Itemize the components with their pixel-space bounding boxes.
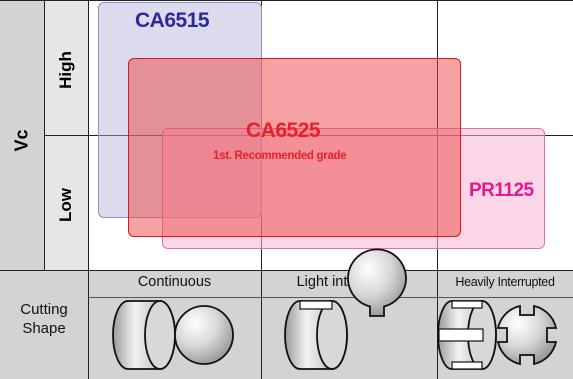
grid-line-bottom [0, 270, 573, 271]
cutting-shape-label-line1: Cutting [20, 301, 68, 318]
light-interrupted-face-icon [347, 248, 407, 317]
cutting-shape-label-line2: Shape [22, 320, 66, 337]
shape-label-continuous: Continuous [137, 274, 212, 290]
grid-line-vertical-2 [88, 0, 89, 379]
cutting-shape-label: Cutting Shape [0, 300, 88, 338]
pr1125-label: PR1125 [469, 180, 534, 201]
grid-line-vertical-1 [44, 0, 45, 270]
shape-column-continuous: Continuous [88, 274, 261, 296]
ca6525-label: CA6525 [246, 119, 321, 142]
heavily-interrupted-face-icon [496, 304, 558, 366]
shape-label-divider [88, 297, 573, 298]
continuous-cylinder-icon [112, 300, 176, 370]
ca6525-region [128, 58, 461, 237]
heavily-interrupted-cylinder-icon [437, 300, 497, 370]
ca6515-label: CA6515 [135, 9, 210, 32]
vc-axis-column [0, 0, 44, 270]
grid-line-top [0, 0, 573, 1]
shape-label-heavily-interrupted: Heavily Interrupted [455, 275, 555, 289]
ca6525-recommended-note: 1st. Recommended grade [213, 150, 347, 162]
light-interrupted-cylinder-icon [284, 300, 348, 370]
continuous-face-icon [174, 305, 234, 365]
shape-column-heavily-interrupted: Heavily Interrupted [437, 274, 573, 296]
